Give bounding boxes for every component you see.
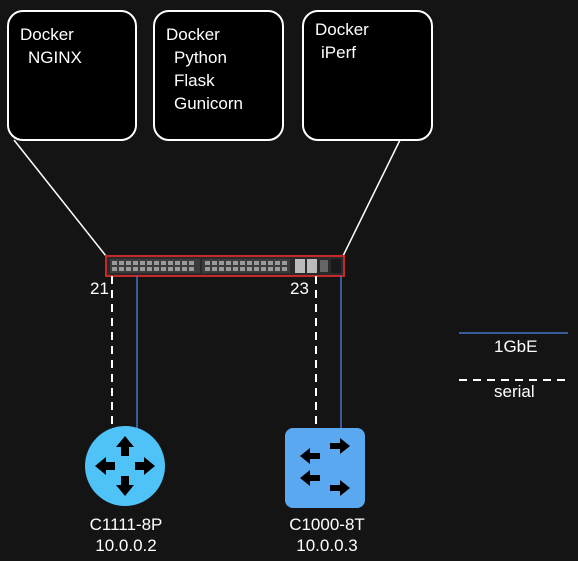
callout-line-left <box>13 139 107 257</box>
switch-icon <box>285 428 365 508</box>
docker-app-gunicorn: Gunicorn <box>174 94 243 113</box>
port-label-23: 23 <box>290 279 309 298</box>
callout-line-right <box>342 139 401 257</box>
docker-app-python: Python <box>174 48 227 67</box>
device-ip-router: 10.0.0.2 <box>95 536 157 555</box>
router-icon <box>85 426 165 506</box>
device-ip-switch: 10.0.0.3 <box>296 536 358 555</box>
docker-box-iperf: Docker iPerf <box>302 10 433 141</box>
device-name-router: C1111-8P <box>89 515 163 534</box>
docker-title: Docker <box>315 20 369 39</box>
docker-app-flask: Flask <box>174 71 215 90</box>
docker-app-iperf: iPerf <box>321 43 356 62</box>
legend-label-serial: serial <box>494 382 535 401</box>
docker-box-flask: Docker Python Flask Gunicorn <box>153 10 284 141</box>
docker-title: Docker <box>166 25 220 44</box>
docker-title: Docker <box>20 25 74 44</box>
device-name-switch: C1000-8T <box>289 515 365 534</box>
port-label-21: 21 <box>90 279 109 298</box>
docker-app-nginx: NGINX <box>28 48 82 67</box>
network-switch <box>105 255 345 277</box>
docker-box-nginx: Docker NGINX <box>7 10 137 141</box>
legend-label-1gbe: 1GbE <box>494 337 538 356</box>
